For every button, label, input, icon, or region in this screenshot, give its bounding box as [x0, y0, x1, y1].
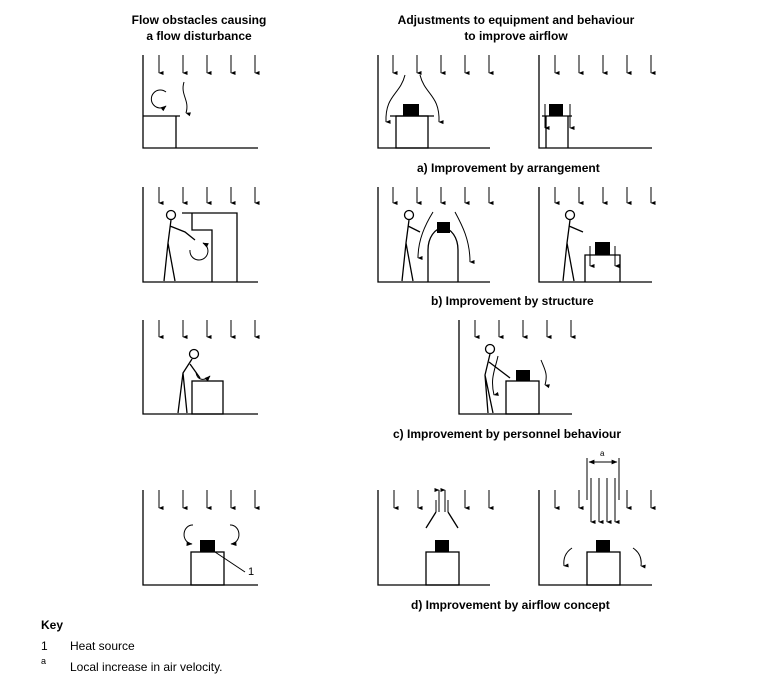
panel-c-behaviour [458, 320, 576, 415]
heat-source [596, 540, 610, 552]
heat-source [595, 242, 610, 255]
key-item-2-symbol: a [41, 656, 47, 666]
downflow-arrows [158, 55, 260, 75]
heat-source-leader-line [214, 551, 246, 573]
heat-source [435, 540, 449, 552]
panel-a-obstacle [142, 55, 260, 149]
header-flow-obstacles-line2: a flow disturbance [146, 29, 252, 43]
heat-source-number-label: 1 [248, 566, 255, 578]
panel-d-airflow-2 [538, 458, 656, 586]
header-adjustments: Adjustments to equipment and behaviour t… [370, 12, 662, 44]
panel-b-obstacle [142, 187, 260, 283]
key-item-1-symbol: 1 [41, 639, 48, 653]
caption-d: d) Improvement by airflow concept [411, 598, 610, 612]
header-flow-obstacles: Flow obstacles causing a flow disturbanc… [110, 12, 288, 44]
operator-figure [163, 209, 196, 282]
panel-b-structure-2 [538, 187, 656, 283]
heat-source [437, 222, 450, 233]
turbulence-arrow [150, 89, 167, 112]
velocity-letter-label: a [600, 449, 605, 458]
panel-c-obstacle [142, 320, 260, 415]
key-item-1-text: Heat source [70, 639, 135, 653]
heat-source [516, 370, 530, 381]
key-item-2-text: Local increase in air velocity. [70, 660, 223, 674]
panel-b-structure-1 [377, 187, 494, 283]
heat-source [403, 104, 419, 116]
panel-d-obstacle [142, 490, 260, 586]
caption-b: b) Improvement by structure [431, 294, 594, 308]
header-flow-obstacles-line1: Flow obstacles causing [131, 13, 267, 27]
panel-a-arrangement-2 [538, 55, 656, 149]
heat-source [200, 540, 215, 552]
caption-c: c) Improvement by personnel behaviour [393, 427, 622, 441]
caption-a: a) Improvement by arrangement [417, 161, 600, 175]
panel-a-arrangement-1 [377, 55, 494, 149]
header-adjustments-line1: Adjustments to equipment and behaviour [397, 13, 635, 27]
panel-d-airflow-1 [377, 488, 494, 586]
key-title: Key [41, 618, 64, 632]
header-adjustments-line2: to improve airflow [464, 29, 568, 43]
heat-source [549, 104, 563, 116]
